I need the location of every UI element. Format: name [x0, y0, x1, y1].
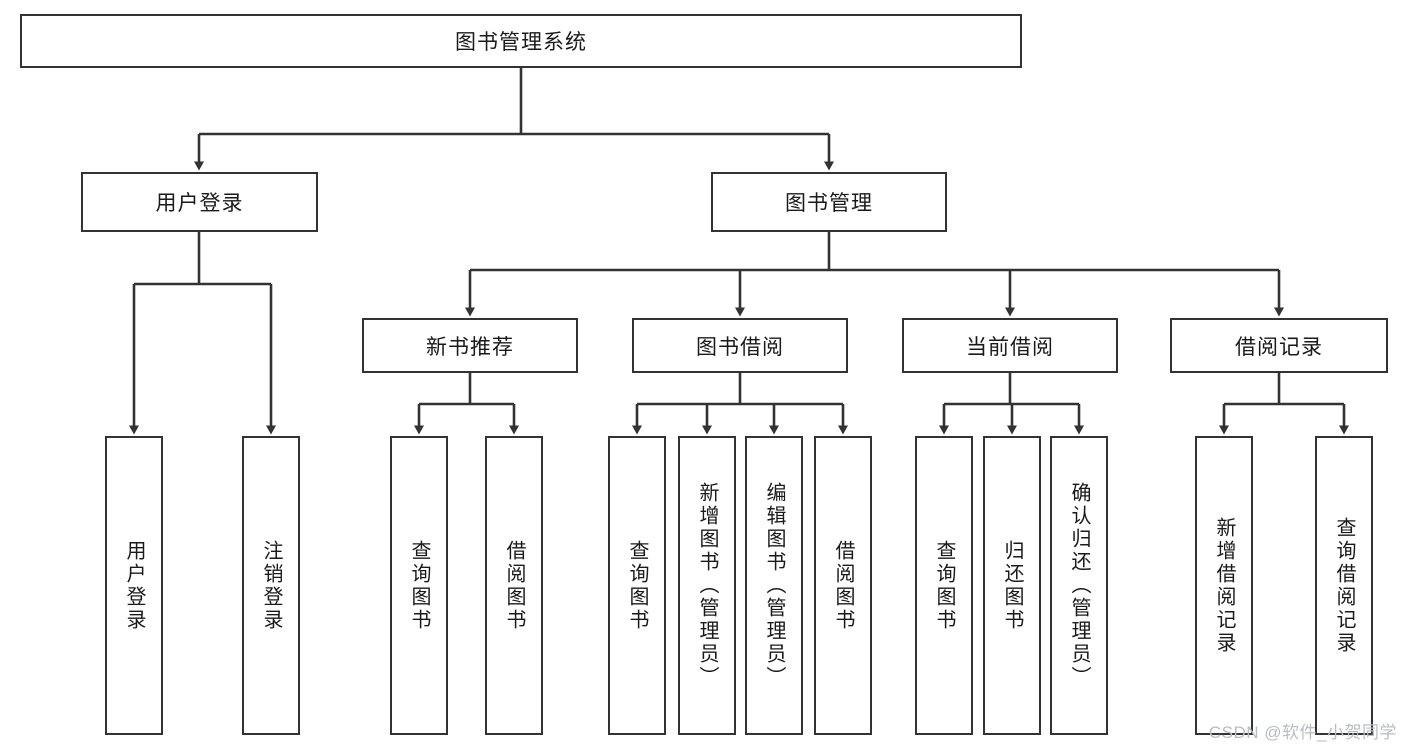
node-br-query-record-label: 查询借阅记录 — [1333, 516, 1355, 655]
node-bb-borrow-book-label: 借阅图书 — [832, 539, 854, 632]
node-bb-query-book-label: 查询图书 — [626, 539, 648, 632]
node-bb-add-book-label: 新增图书（管理员） — [696, 482, 718, 689]
node-cb-confirm-return-label: 确认归还（管理员） — [1068, 482, 1090, 689]
node-bb-add-book[interactable]: 新增图书（管理员） — [678, 436, 736, 735]
node-cb-return-book-label: 归还图书 — [1001, 539, 1023, 632]
node-br-query-record[interactable]: 查询借阅记录 — [1315, 436, 1373, 735]
node-root-label: 图书管理系统 — [455, 31, 587, 54]
node-borrow-record[interactable]: 借阅记录 — [1170, 318, 1388, 373]
node-new-book-rec[interactable]: 新书推荐 — [362, 318, 578, 373]
node-bb-query-book[interactable]: 查询图书 — [608, 436, 666, 735]
node-cb-return-book[interactable]: 归还图书 — [983, 436, 1041, 735]
node-nbr-borrow-book[interactable]: 借阅图书 — [485, 436, 543, 735]
node-cb-confirm-return[interactable]: 确认归还（管理员） — [1050, 436, 1108, 735]
node-nbr-query-book-label: 查询图书 — [408, 539, 430, 632]
node-book-management[interactable]: 图书管理 — [711, 172, 947, 232]
watermark-text: CSDN @软件_小贺同学 — [1208, 723, 1397, 742]
node-cb-query-book[interactable]: 查询图书 — [915, 436, 973, 735]
node-borrow-record-label: 借阅记录 — [1235, 335, 1323, 359]
node-book-management-label: 图书管理 — [785, 192, 873, 215]
node-root[interactable]: 图书管理系统 — [20, 14, 1022, 68]
node-bb-edit-book[interactable]: 编辑图书（管理员） — [745, 436, 803, 735]
node-nbr-borrow-book-label: 借阅图书 — [503, 539, 525, 632]
node-current-borrow-label: 当前借阅 — [966, 335, 1054, 359]
node-bb-edit-book-label: 编辑图书（管理员） — [763, 482, 785, 689]
node-book-borrow-label: 图书借阅 — [696, 335, 784, 359]
node-cb-query-book-label: 查询图书 — [933, 539, 955, 632]
node-leaf-user-logout-label: 注销登录 — [260, 539, 282, 632]
node-leaf-user-logout[interactable]: 注销登录 — [242, 436, 300, 735]
node-user-login-label: 用户登录 — [155, 192, 244, 215]
node-leaf-user-login[interactable]: 用户登录 — [105, 436, 163, 735]
node-br-add-record[interactable]: 新增借阅记录 — [1195, 436, 1253, 735]
node-nbr-query-book[interactable]: 查询图书 — [390, 436, 448, 735]
node-book-borrow[interactable]: 图书借阅 — [632, 318, 848, 373]
node-user-login[interactable]: 用户登录 — [81, 172, 318, 232]
node-leaf-user-login-label: 用户登录 — [123, 539, 145, 632]
node-current-borrow[interactable]: 当前借阅 — [902, 318, 1118, 373]
node-br-add-record-label: 新增借阅记录 — [1213, 516, 1235, 655]
node-new-book-rec-label: 新书推荐 — [426, 335, 514, 359]
node-bb-borrow-book[interactable]: 借阅图书 — [814, 436, 872, 735]
